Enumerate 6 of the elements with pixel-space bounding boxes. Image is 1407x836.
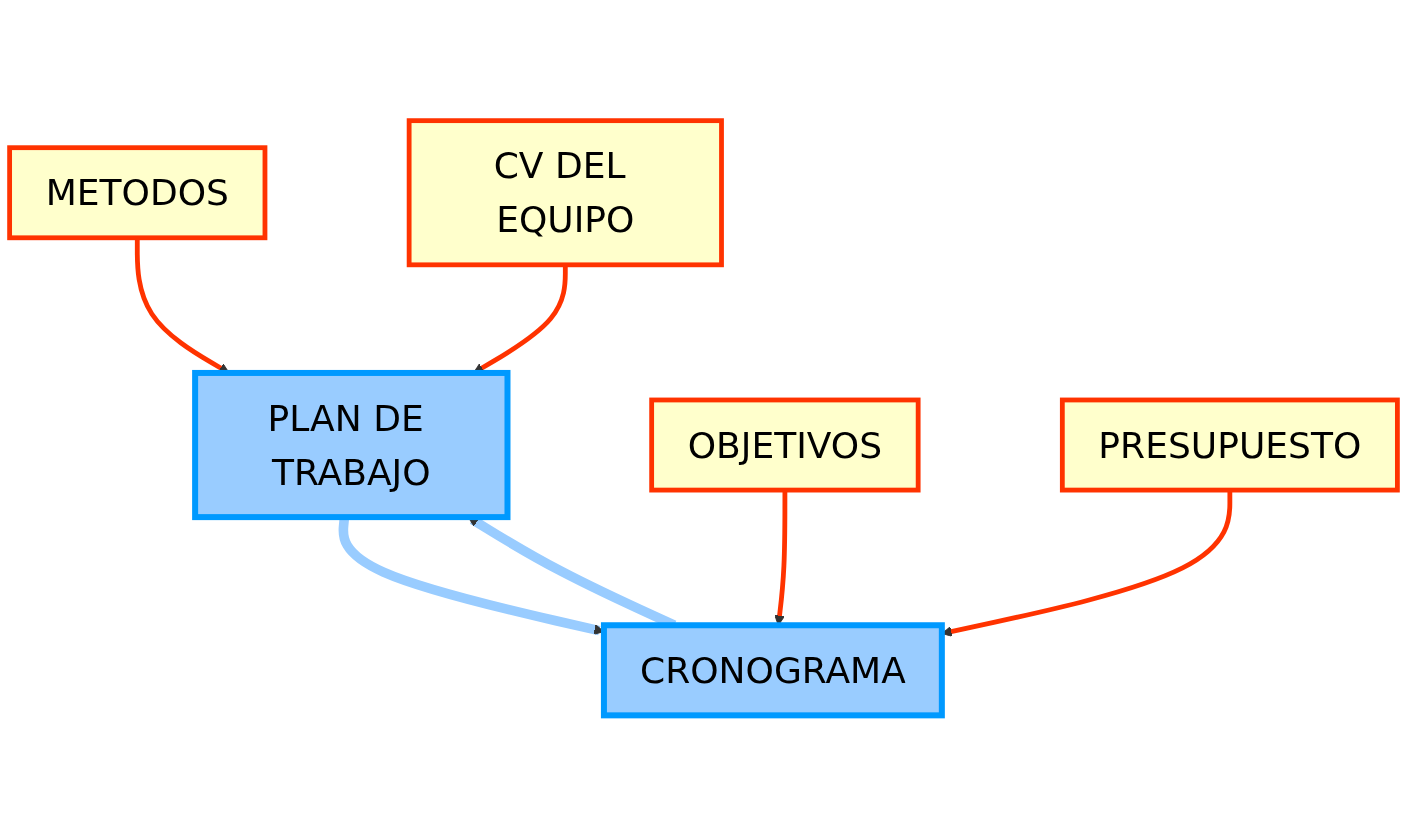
node-box: PLAN DE TRABAJO xyxy=(192,369,511,521)
node-box: PRESUPUESTO xyxy=(1059,397,1400,493)
node-box: CRONOGRAMA xyxy=(600,622,945,719)
node-box: CV DEL EQUIPO xyxy=(406,118,724,268)
node-box: METODOS xyxy=(7,145,268,241)
node-box: OBJETIVOS xyxy=(649,397,921,493)
